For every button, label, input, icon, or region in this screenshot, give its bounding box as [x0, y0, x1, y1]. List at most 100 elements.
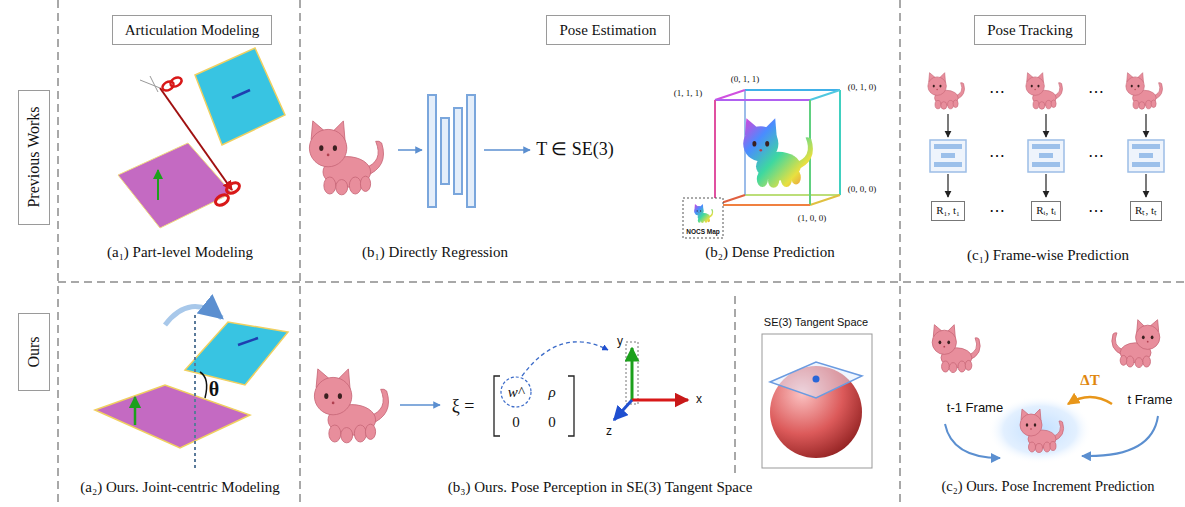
joint-centric-illustration: [165, 307, 222, 325]
tangent-space-sphere: [762, 334, 872, 468]
pose-increment-illustration: [1112, 320, 1160, 368]
sub-caption: (a₁) Part-level Modeling: [107, 244, 253, 261]
frame-wise-pipeline: [1032, 144, 1060, 149]
part-level-illustration: [118, 143, 232, 228]
frame-wise-pipeline: [928, 73, 1164, 197]
pose-increment-illustration: [932, 325, 980, 373]
sub-caption: (c₂) Ours. Pose Increment Prediction: [941, 479, 1154, 495]
coordinate-label: (0, 1, 1): [731, 75, 760, 85]
column-header: Pose Tracking: [974, 15, 1085, 45]
lie-algebra-illustration: [501, 377, 531, 407]
pose-increment-illustration: [1082, 416, 1158, 456]
tangent-space-sphere: [762, 334, 872, 468]
nocs-cube: [715, 90, 840, 205]
nocs-cube: [715, 204, 810, 206]
joint-centric-illustration: [238, 338, 258, 345]
ellipsis: ⋯: [1088, 83, 1104, 101]
nocs-map-thumbnail: [683, 198, 723, 238]
pose-increment-illustration: [988, 396, 1092, 464]
increment-label: ΔT: [1080, 372, 1099, 389]
frame-wise-pipeline: [1028, 140, 1064, 172]
sub-caption: (c₁) Frame-wise Prediction: [967, 247, 1129, 264]
row-header: Ours: [18, 313, 50, 391]
frame-wise-pipeline: [934, 144, 962, 149]
frame-wise-pipeline: [947, 114, 948, 137]
pose-output-box: Rᵢ, tᵢ: [1031, 201, 1061, 220]
box-label: Rₜ, tₜ: [1135, 204, 1157, 217]
frame-wise-pipeline: [1128, 140, 1164, 172]
lie-algebra-illustration: [314, 369, 388, 443]
sub-caption: (b₃) Ours. Pose Perception in SE(3) Tang…: [448, 479, 753, 496]
frame-wise-pipeline: [928, 73, 965, 110]
sub-caption: (a₂) Ours. Joint-centric Modeling: [80, 479, 279, 496]
joint-centric-illustration: [95, 307, 288, 468]
coordinate-label: (1, 1, 1): [674, 89, 703, 99]
panel-title: SE(3) Tangent Space: [764, 316, 868, 328]
nocs-cube: [745, 89, 840, 91]
regression-network: [467, 95, 475, 207]
separator-line: [58, 0, 1185, 507]
ellipsis: ⋯: [989, 202, 1005, 220]
matrix-entry: 0: [548, 414, 556, 431]
part-level-illustration: [150, 76, 158, 92]
nocs-cube: [715, 99, 810, 101]
matrix-entry: 0: [512, 414, 520, 431]
tangent-space-sphere: [770, 362, 862, 398]
axis-label: y: [617, 335, 623, 348]
pose-increment-illustration: [1068, 397, 1112, 404]
frame-wise-pipeline: [1045, 114, 1046, 137]
box-label: Pose Estimation: [559, 21, 656, 39]
part-level-illustration: [195, 48, 285, 145]
frame-wise-pipeline: [1139, 153, 1153, 158]
lie-algebra-illustration: [314, 342, 688, 443]
matrix-entry: ρ: [548, 384, 555, 401]
regression-network: [441, 118, 449, 184]
formula: T ∈ SE(3): [536, 140, 614, 160]
regression-network: [309, 95, 530, 207]
part-level-illustration: [232, 90, 250, 98]
nocs-map-thumbnail: [694, 204, 713, 223]
frame-wise-pipeline: [934, 162, 962, 167]
part-level-illustration: [157, 170, 159, 200]
separator-line: [299, 0, 301, 507]
nocs-cube: [810, 90, 840, 100]
tangent-space-sphere: [813, 376, 820, 383]
formula: ξ =: [452, 397, 475, 417]
lie-algebra-illustration: [400, 404, 440, 406]
part-level-illustration: [225, 181, 242, 196]
frame-wise-pipeline: [1132, 144, 1160, 149]
coordinate-label: (0, 1, 0): [848, 83, 877, 93]
separator-line: [57, 0, 59, 507]
joint-centric-illustration: [95, 385, 250, 448]
frame-wise-pipeline: [1032, 162, 1060, 167]
box-label: R₁, t₁: [936, 204, 960, 217]
ellipsis: ⋯: [989, 83, 1005, 101]
nocs-cube: [714, 100, 716, 205]
lie-algebra-illustration: [522, 342, 608, 376]
separator-line: [734, 296, 736, 478]
frame-wise-pipeline: [930, 140, 966, 172]
frame-wise-pipeline: [941, 153, 955, 158]
nocs-cube: [743, 118, 813, 188]
column-header: Articulation Modeling: [112, 15, 273, 45]
row-title: Previous Works: [24, 106, 43, 207]
frame-label: t-1 Frame: [947, 401, 1003, 415]
lie-algebra-illustration: [614, 400, 632, 420]
part-level-illustration: [214, 193, 231, 208]
regression-network: [428, 95, 436, 207]
regression-network: [484, 149, 530, 151]
part-level-illustration: [169, 76, 183, 89]
frame-wise-pipeline: [1026, 73, 1063, 110]
frame-wise-pipeline: [1126, 73, 1163, 110]
part-level-illustration: [118, 48, 285, 228]
nocs-cube: [745, 194, 840, 196]
regression-network: [454, 108, 462, 194]
frame-label: t Frame: [1128, 393, 1173, 407]
regression-network: [309, 121, 383, 195]
lie-algebra-illustration: [626, 342, 638, 404]
joint-centric-illustration: [194, 315, 196, 468]
row-title: Ours: [24, 336, 43, 367]
ellipsis: ⋯: [1088, 202, 1104, 220]
pose-output-box: R₁, t₁: [931, 201, 965, 220]
frame-wise-pipeline: [1145, 114, 1146, 137]
